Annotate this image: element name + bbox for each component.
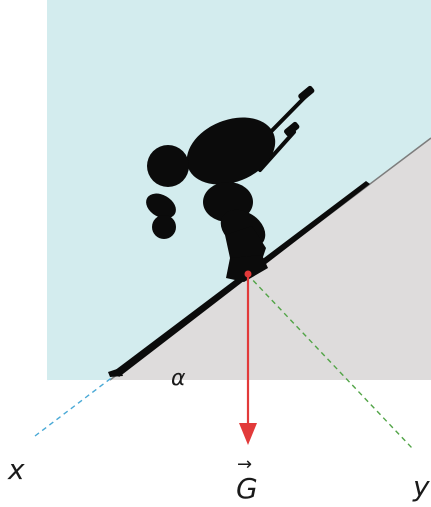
gravity-arrow-accent: → — [237, 454, 252, 475]
ski-tip — [108, 368, 123, 377]
pole-grip-upper — [298, 85, 315, 101]
angle-alpha-label: α — [171, 366, 186, 391]
gravity-vector-arrowhead — [239, 423, 257, 445]
skier-boot — [226, 255, 268, 282]
skier-helmet — [147, 145, 189, 187]
pole-grip-lower — [284, 121, 300, 137]
y-axis-label: y — [412, 470, 430, 503]
gravity-label: G — [236, 472, 258, 505]
skier-arm — [146, 193, 176, 219]
x-axis-label: x — [7, 453, 25, 486]
skier-glove — [152, 215, 176, 239]
skier-torso — [186, 117, 276, 185]
y-axis-dashed — [246, 273, 413, 449]
skier-silhouette-icon — [108, 85, 370, 377]
gravity-vector — [239, 270, 257, 445]
